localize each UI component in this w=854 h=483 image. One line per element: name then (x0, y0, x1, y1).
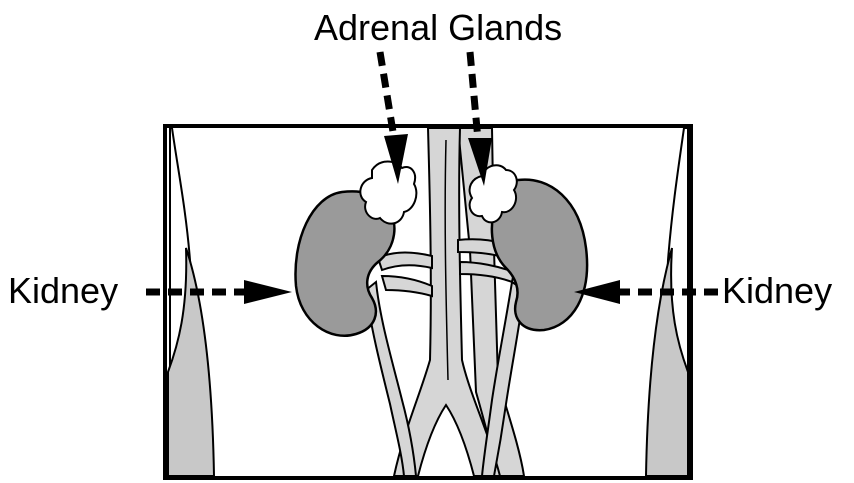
kidney-left-label: Kidney (8, 273, 118, 309)
kidney-right-label: Kidney (722, 273, 832, 309)
adrenal-glands-label: Adrenal Glands (314, 10, 562, 46)
